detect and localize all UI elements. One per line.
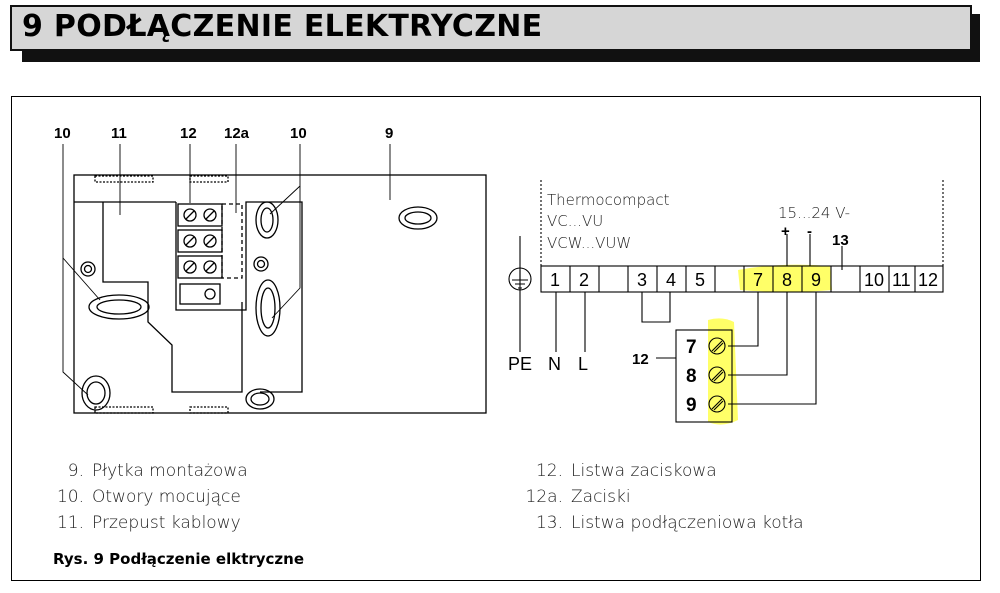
plate-channel [175,201,303,393]
label-l: L [578,354,588,374]
label-12: 12 [180,125,197,142]
label-13: 13 [832,232,849,249]
label-9: 9 [385,125,393,142]
legend-item: 9.Płytka montażowa [67,461,248,481]
terminal-strip-12 [177,203,243,305]
mounting-plate [73,174,487,414]
device-line-3: VCW...VUW [547,234,631,252]
legend-item: 10.Otwory mocujące [56,487,241,507]
minus-sign: - [807,223,812,240]
terminal-2: 2 [579,270,589,290]
legend-item: 13.Listwa podłączeniowa kotła [535,513,804,533]
terminal-7: 7 [753,270,763,290]
terminal-3: 3 [637,270,647,290]
mounting-hole [255,279,281,337]
mounting-hole [81,375,111,411]
label-12-strip: 12 [632,351,649,368]
legend-item: 11.Przepust kablowy [56,513,241,533]
label-10-left: 10 [54,125,71,142]
label-pe: PE [508,354,532,374]
wire-labels: PE N L [508,354,588,374]
mounting-hole [255,201,279,239]
section-title: 9 PODŁĄCZENIE ELEKTRYCZNE [22,9,543,44]
figure-caption: Rys. 9 Podłączenie elktryczne [53,550,305,568]
terminal-8: 8 [782,270,792,290]
mounting-hole [398,206,438,230]
highlight-marker [708,264,832,425]
label-12a: 12a [224,125,250,142]
legend-item: 12.Listwa zaciskowa [535,461,717,481]
mounting-hole [245,388,275,410]
figure-frame [11,96,981,581]
voltage-label: 15...24 V- [778,204,850,222]
terminal-12: 12 [918,270,938,290]
terminal-1: 1 [550,270,560,290]
plate-rib [189,406,229,414]
strip-9: 9 [686,395,697,416]
device-line-1: Thermocompact [547,191,670,209]
label-11: 11 [111,125,127,142]
terminal-11: 11 [892,270,911,290]
strip-7: 7 [686,337,697,358]
legend-item: 12a.Zaciski [525,487,631,507]
mounting-plate-drawing [73,174,487,414]
mounting-hole [88,294,150,320]
plate-rib [94,175,154,183]
legend-right: 12.Listwa zaciskowa 12a.Zaciski 13.Listw… [519,461,804,539]
terminal-10: 10 [864,270,884,290]
plus-sign: + [781,223,790,240]
label-n: N [548,354,561,374]
plate-rib [94,406,154,414]
cable-passage [74,201,243,393]
legend-left: 9.Płytka montażowa 10.Otwory mocujące 11… [40,461,248,539]
terminal-4: 4 [666,270,676,290]
strip-numbers: 7 8 9 [686,337,697,416]
section-header: 9 PODŁĄCZENIE ELEKTRYCZNE [10,5,972,51]
device-line-2: VC...VU [547,212,603,230]
leader-lines [62,144,391,396]
terminal-9: 9 [811,270,821,290]
terminal-block-13 [508,180,944,423]
label-10-right: 10 [290,125,307,142]
terminal-numbers: 1 2 3 4 5 7 8 9 10 11 12 [550,270,938,290]
strip-8: 8 [686,366,697,387]
terminal-5: 5 [695,270,705,290]
plate-rib [189,175,229,183]
